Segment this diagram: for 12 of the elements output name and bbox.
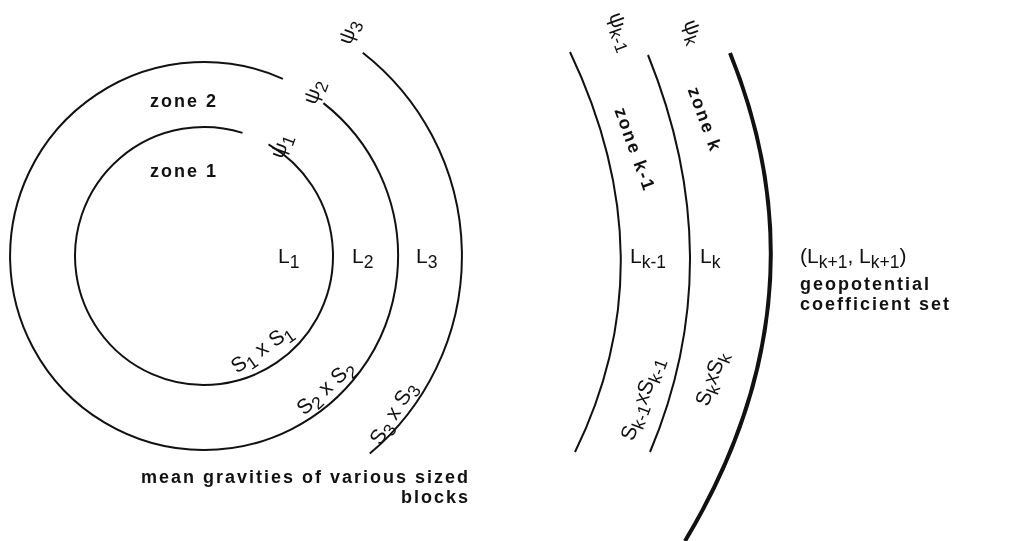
- zone-label: zone 1: [150, 162, 218, 182]
- degree-label: L$_{k}$: [700, 244, 721, 273]
- zone-label: zone k-1: [609, 105, 659, 195]
- zone-label: zone k: [683, 84, 725, 156]
- degree-label: L$_{1}$: [278, 244, 300, 273]
- degree-label: L$_{k-1}$: [630, 244, 666, 273]
- degree-label: L$_{3}$: [416, 244, 438, 273]
- degree-label: L$_{2}$: [352, 244, 374, 273]
- caption-text: mean gravities of various sized blocks: [140, 468, 470, 508]
- zone-label: zone 2: [150, 92, 218, 112]
- degree-label: (L$_{k+1}$, L$_{k+1}$): [800, 244, 907, 273]
- caption-text: geopotential coefficient set: [800, 275, 953, 315]
